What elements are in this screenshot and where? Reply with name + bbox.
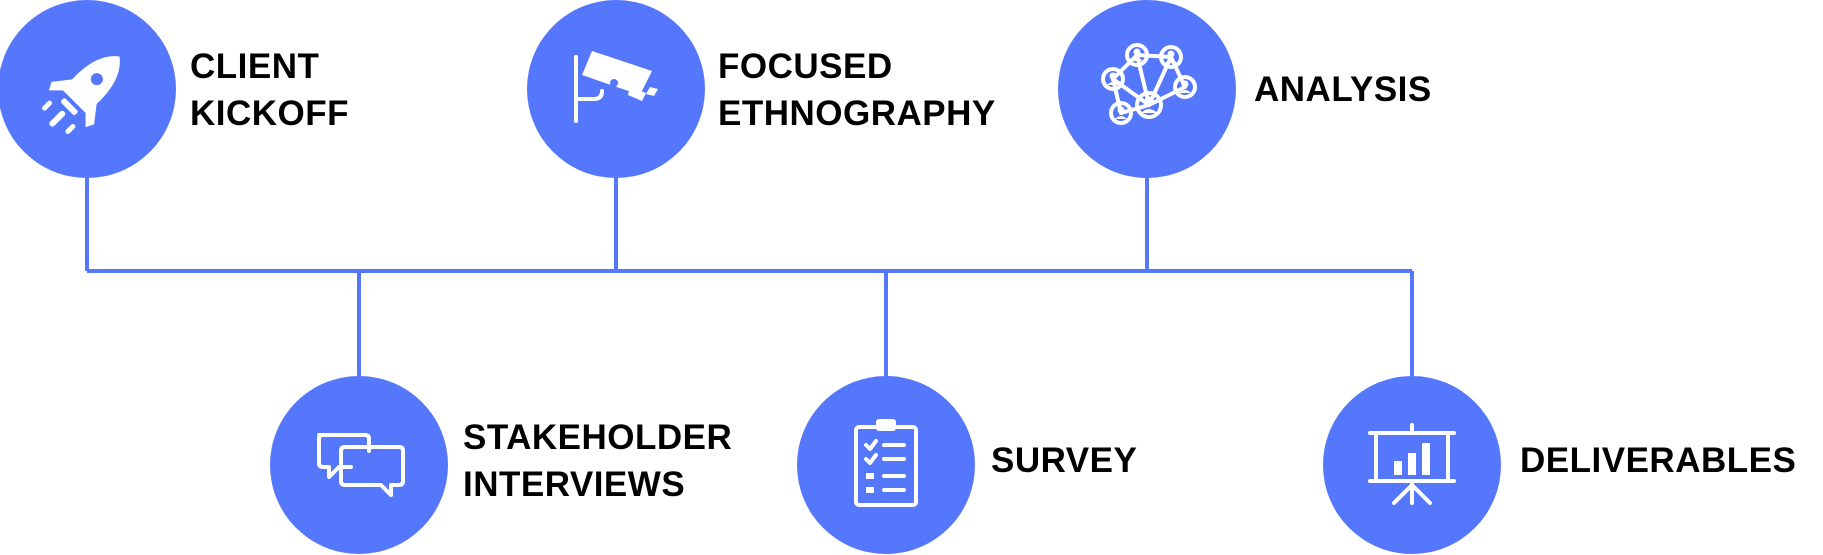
node-deliverables: [1323, 376, 1501, 554]
node-circle-survey: [797, 376, 975, 554]
clipboard-checklist-icon: [854, 419, 918, 507]
network-node: [1125, 43, 1149, 67]
network-node: [1101, 67, 1125, 91]
step-label-line: INTERVIEWS: [463, 465, 686, 504]
step-label-analysis: ANALYSIS: [1254, 66, 1432, 113]
step-label-focused-ethnography: FOCUSED ETHNOGRAPHY: [718, 43, 996, 137]
rocket-icon: [42, 56, 120, 134]
network-icon: [1101, 43, 1197, 125]
network-node: [1159, 45, 1183, 69]
connector-lines: [85, 178, 1414, 376]
network-node: [1109, 101, 1133, 125]
step-label-stakeholder-interviews: STAKEHOLDER INTERVIEWS: [463, 414, 732, 508]
node-analysis: [1058, 0, 1236, 178]
node-stakeholder-interviews: [270, 376, 448, 554]
presentation-board-icon: [1368, 423, 1456, 505]
node-circle-stakeholder-interviews: [270, 376, 448, 554]
step-label-line: DELIVERABLES: [1520, 441, 1797, 480]
step-label-survey: SURVEY: [991, 437, 1137, 484]
network-node: [1173, 75, 1197, 99]
step-label-line: SURVEY: [991, 441, 1138, 480]
step-label-line: ETHNOGRAPHY: [718, 94, 996, 133]
node-focused-ethnography: [527, 0, 705, 178]
step-label-deliverables: DELIVERABLES: [1520, 437, 1796, 484]
step-label-client-kickoff: CLIENT KICKOFF: [190, 43, 349, 137]
step-label-line: CLIENT: [190, 47, 320, 86]
node-client-kickoff: [0, 0, 176, 178]
step-label-line: FOCUSED: [718, 47, 893, 86]
security-camera-icon: [574, 51, 658, 123]
node-survey: [797, 376, 975, 554]
step-label-line: KICKOFF: [190, 94, 350, 133]
step-label-line: ANALYSIS: [1254, 70, 1432, 109]
node-circle-focused-ethnography: [527, 0, 705, 178]
chat-bubbles-icon: [317, 433, 405, 497]
step-label-line: STAKEHOLDER: [463, 418, 733, 457]
network-node: [1135, 91, 1163, 119]
